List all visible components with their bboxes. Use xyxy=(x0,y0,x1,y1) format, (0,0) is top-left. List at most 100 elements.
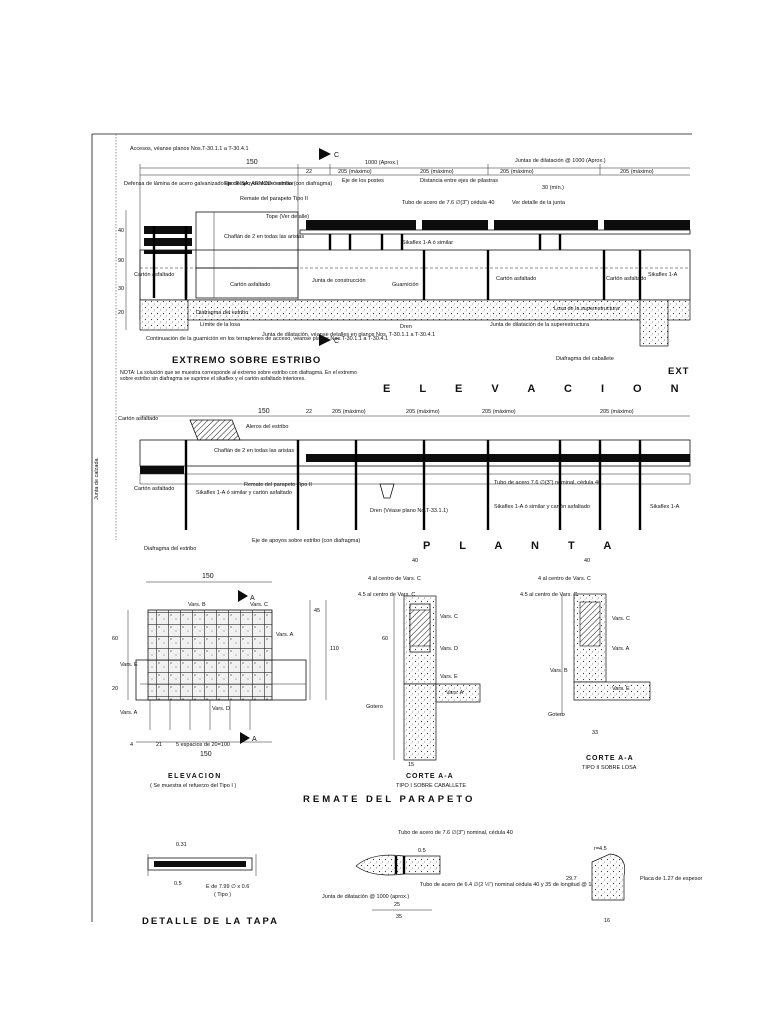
dren-symbol xyxy=(379,483,395,499)
defensa-rail-2 xyxy=(144,238,192,246)
carton-asfaltado-label-2: Cartón asfaltado xyxy=(230,282,270,288)
planta-defensa xyxy=(140,466,184,474)
vars-a-label: Vars. A xyxy=(276,632,294,638)
centro-vars-c2: 4.5 al centro de Vars. C xyxy=(358,592,415,598)
guarnicion-label: Guarnición xyxy=(392,282,419,288)
vars-b-label: Vars. B xyxy=(188,602,206,608)
vars-e-label: Vars. E xyxy=(120,662,138,668)
corte1-dim-40: 40 xyxy=(412,558,418,564)
sikaflex-carton-label: Sikaflex 1-A ó similar y cartón asfaltad… xyxy=(494,504,590,510)
dim-22-planta: 22 xyxy=(306,409,312,415)
railing-tube-2 xyxy=(422,220,488,230)
dim-30min: 30 (mín.) xyxy=(542,185,564,191)
tapa-dim-031: 0.31 xyxy=(176,842,187,848)
limite-losa-label: Límite de la losa xyxy=(200,322,241,328)
ext-cut-title: EXT xyxy=(668,366,689,377)
aleros-estribo xyxy=(189,419,241,441)
railing-tube-3 xyxy=(494,220,598,230)
joint-dim-35: 35 xyxy=(396,914,402,920)
tubo-acero-top-label: Tubo de acero de 7.6 ∅(3") cédula 40 xyxy=(402,199,494,206)
corte1-vars-d: Vars. D xyxy=(440,646,458,652)
eje-apoyos-planta-label: Eje de apoyos sobre estribo (con diafrag… xyxy=(252,538,360,544)
section-cut-arrow-top xyxy=(319,148,331,160)
juntas-dilatacion-label: Juntas de dilatación @ 1000 (Aprox.) xyxy=(515,158,606,164)
diafragma-caballete-block xyxy=(639,299,669,347)
sikaflex-right-label: Sikaflex 1-A xyxy=(648,272,678,278)
corte1-title: CORTE A-A xyxy=(406,773,454,780)
centro-vars-c: 4 al centro de Vars. C xyxy=(368,576,421,582)
carton-asfaltado-label-3: Cartón asfaltado xyxy=(496,276,536,282)
corte2-centro-vars-c: 4 al centro de Vars. C xyxy=(538,576,591,582)
remate-elevacion: 150 A Vars. B Vars. C Vars. A Vars. E Va… xyxy=(112,573,339,789)
dim-90-left: 90 xyxy=(118,258,124,264)
chaflan-label: Chaflán de 2 en todas las aristas xyxy=(224,234,304,240)
dim-22: 22 xyxy=(306,169,312,175)
sikaflex-top-label: Sikaflex 1-A ó similar xyxy=(402,240,453,246)
junta-construccion-label: Junta de construcción xyxy=(312,278,366,284)
elevacion-small-title: ELEVACION xyxy=(168,773,222,780)
dim-30-left: 30 xyxy=(118,286,124,292)
guarnicion-band xyxy=(139,249,691,301)
corte1-subtitle: TIPO I SOBRE CABALLETE xyxy=(396,783,466,789)
accesos-label: Accesos, véanse planos Nos.T-30.1.1 a T-… xyxy=(130,146,249,152)
corte2-dim-33: 33 xyxy=(592,730,598,736)
extremo-sobre-estribo-title: EXTREMO SOBRE ESTRIBO xyxy=(172,355,321,366)
tubo-acero-planta-label: Tubo de acero 7.6 ∅(3") nominal, cédula … xyxy=(494,479,601,486)
cut-c-top: C xyxy=(334,152,339,159)
elevation-section: 150 1000 (Aprox.) Juntas de dilatación @… xyxy=(118,146,692,395)
junta-dilatacion-label: Junta de dilatación, véanse detalles en … xyxy=(262,332,435,338)
corte2-vars-b: Vars. B xyxy=(550,668,568,674)
corte1-dim-60: 60 xyxy=(382,636,388,642)
defensa-rail-3 xyxy=(144,250,192,254)
espacios-label: 5 espacios de 20=100 xyxy=(176,742,230,748)
cut-c-bottom: C xyxy=(334,338,339,345)
dim-150-planta: 150 xyxy=(258,408,270,415)
dim-150-top: 150 xyxy=(246,159,258,166)
junta-calzada-label: Junta de calzada xyxy=(94,457,100,500)
dim-45-remate: 45 xyxy=(314,608,320,614)
continuacion-label: Continuación de la guarnición en los ter… xyxy=(146,336,388,342)
planta-railing-tube xyxy=(306,454,690,462)
eje-apoyos-label: Eje de apoyos sobre estribo (con diafrag… xyxy=(224,181,332,187)
tapa-tipo: ( Tipo ) xyxy=(214,892,231,898)
tubo-tapa-label: Tubo de acero de 7.6 ∅(3") nominal, cédu… xyxy=(398,829,513,836)
remate-planta-label: Remate del parapeto Tipo II xyxy=(244,482,312,488)
corte-aa-tipo2: 4 al centro de Vars. C 4.5 al centro de … xyxy=(520,558,651,771)
elevacion-title: E L E V A C I O N xyxy=(383,383,692,395)
corte2-title: CORTE A-A xyxy=(586,755,634,762)
muestra-refuerzo-label: ( Se muestra el refuerzo del Tipo I ) xyxy=(150,783,236,789)
corte1-gotero: Gotero xyxy=(366,704,383,710)
vars-c-label: Vars. C xyxy=(250,602,268,608)
dim-110-remate: 110 xyxy=(330,646,339,652)
ver-detalle-junta-label: Ver detalle de la junta xyxy=(512,200,566,206)
tubo-acero-long-label: Tubo de acero de 6.4 ∅(2 ½") nominal céd… xyxy=(420,881,624,888)
eje-postes-label: Eje de los postes xyxy=(342,178,384,184)
carton-asfaltado-planta-2: Cartón asfaltado xyxy=(134,486,174,492)
tapa-plate xyxy=(154,861,246,867)
dim-205max-p4: 205 (máximo) xyxy=(600,409,634,415)
placa-dim-297: 29.7 xyxy=(566,876,577,882)
diafragma-planta-label: Diafragma del estribo xyxy=(144,546,196,552)
carton-asfaltado-label-4: Cartón asfaltado xyxy=(606,276,646,282)
nota-text: NOTA: La solución que se muestra corresp… xyxy=(120,370,357,383)
planta-title: P L A N T A xyxy=(423,540,624,552)
dim-40-left: 40 xyxy=(118,228,124,234)
corte2-centro-vars-c2: 4.5 al centro de Vars. C xyxy=(520,592,577,598)
distancia-ejes-label: Distancia entre ejes de pilastras xyxy=(420,178,498,184)
detalle-tapa: 0.31 0.5 E de 7.99 ∅ x 0.6 ( Tipo ) DETA… xyxy=(142,829,703,927)
cut-a-top: A xyxy=(250,595,255,602)
dren-plano-label: Dren (Véase plano No.T-33.1.1) xyxy=(370,508,448,514)
section-cut-arrow-bottom xyxy=(319,334,331,346)
corte1-vars-c: Vars. C xyxy=(440,614,458,620)
vars-a-label-2: Vars. A xyxy=(120,710,138,716)
corte2-vars-e: Vars. E xyxy=(612,686,630,692)
planta-section: 150 22 205 (máximo) 205 (máximo) 205 (má… xyxy=(94,408,691,552)
remate-tipo2-label: Remate del parapeto Tipo II xyxy=(240,196,308,202)
diafragma-estribo-label: Diafragma del estribo xyxy=(196,310,248,316)
corte1-vars-e: Vars. E xyxy=(440,674,458,680)
dim-20-remate: 20 xyxy=(112,686,118,692)
tapa-e-de: E de 7.99 ∅ x 0.6 xyxy=(206,883,249,890)
dim-4: 4 xyxy=(130,742,133,748)
junta-super-label: Junta de dilatación de la superestructur… xyxy=(490,322,590,328)
